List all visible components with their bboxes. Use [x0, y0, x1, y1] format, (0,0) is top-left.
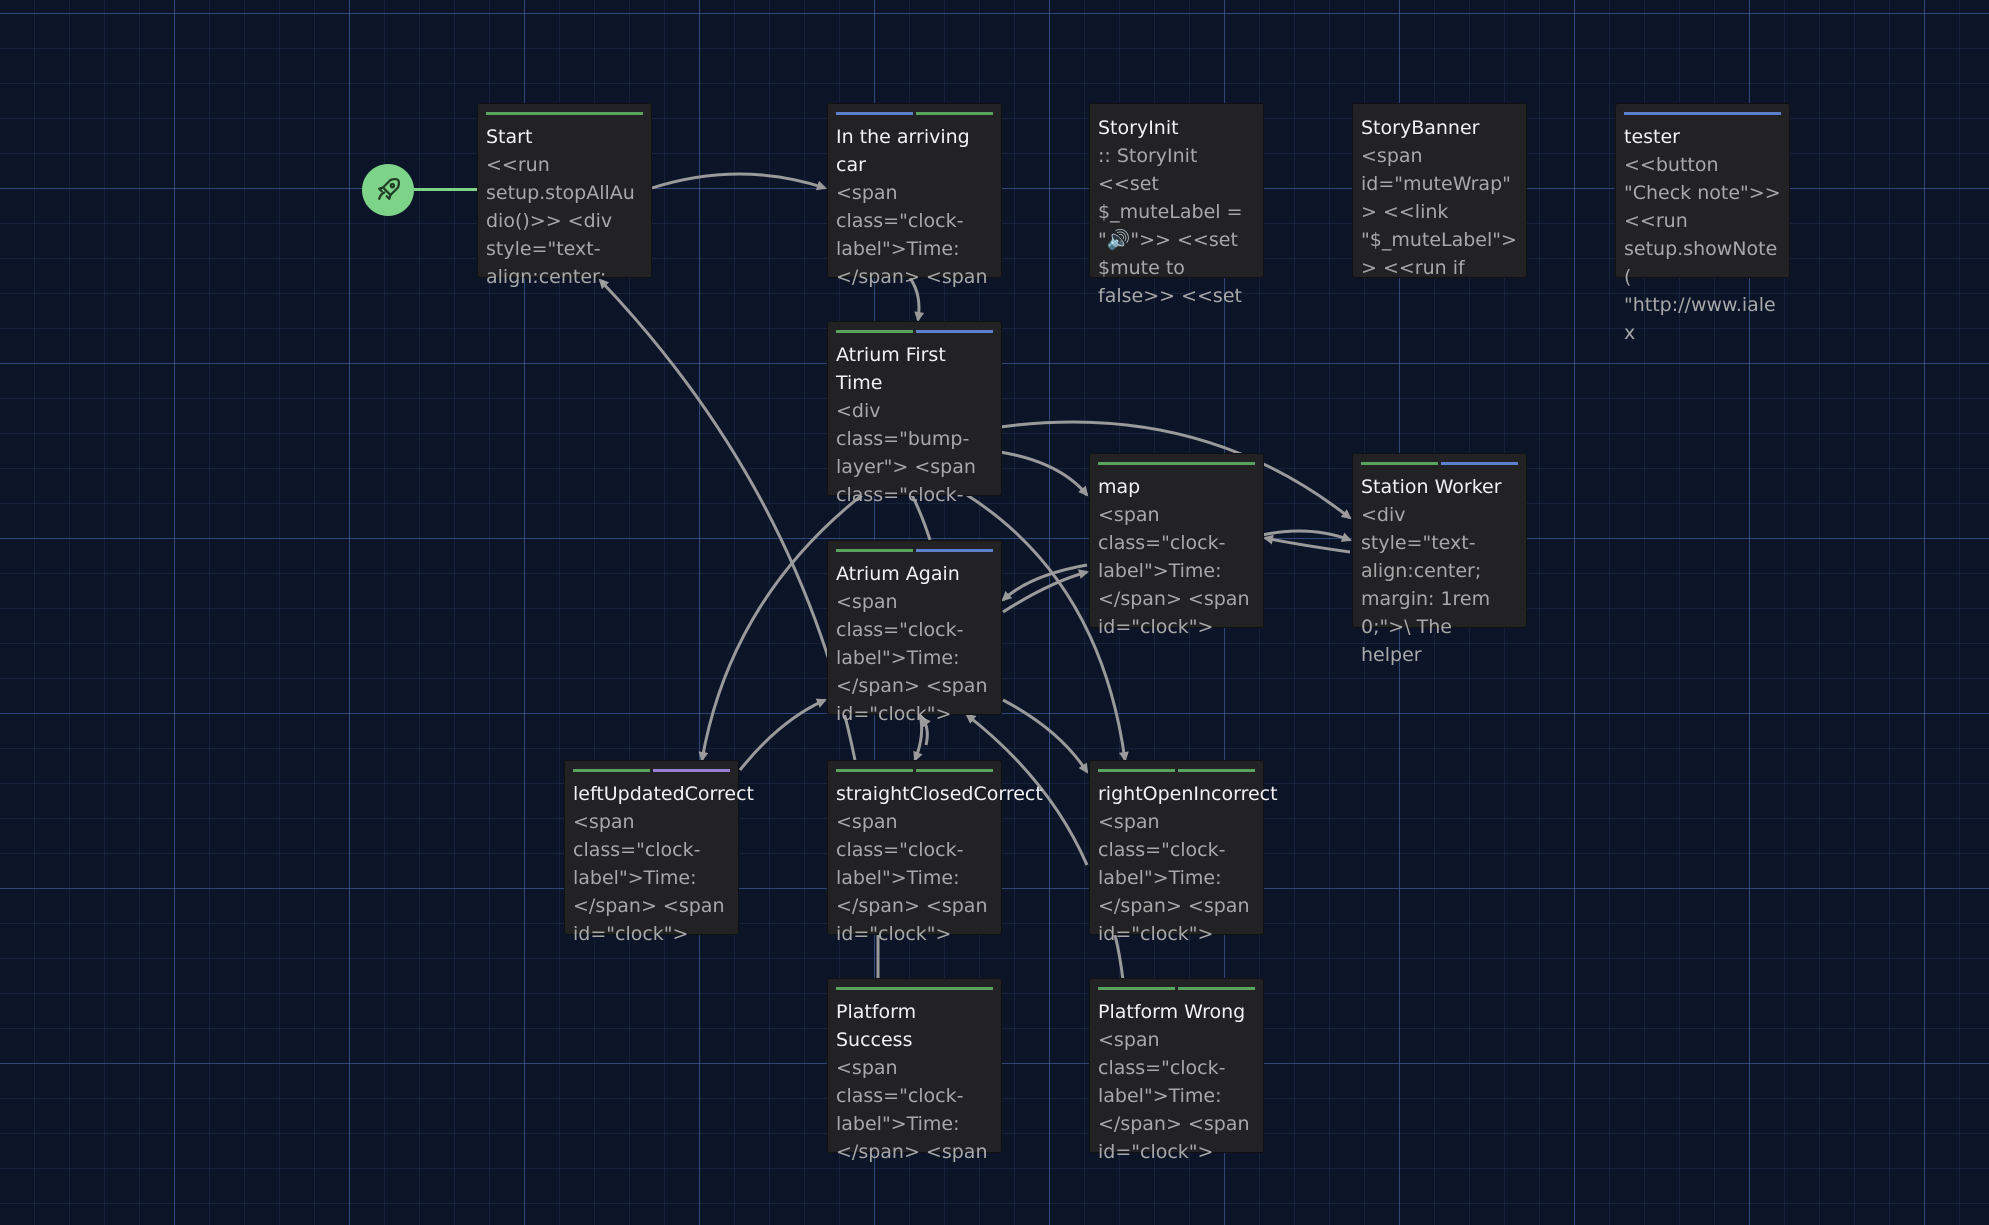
passage-title: Platform Wrong: [1098, 1001, 1246, 1023]
link-atrium-first-to-map: [999, 450, 1089, 497]
link-map-to-atrium-again: [1001, 563, 1088, 602]
passage-map[interactable]: map <span class="clock-label">Time: </sp…: [1089, 453, 1264, 638]
passage-atrium-first-time[interactable]: Atrium First Time <div class="bump-layer…: [827, 321, 1002, 506]
passage-title: Platform Success: [836, 1001, 917, 1051]
passage-title: straightClosedCorrect: [836, 783, 1043, 805]
passage-title: tester: [1624, 126, 1680, 148]
passage-excerpt: <<run setup.stopAllAudio()>> <div style=…: [486, 154, 635, 288]
passage-excerpt: <span class="clock-label">Time: </span> …: [1098, 1029, 1250, 1163]
passage-left-updated-correct[interactable]: leftUpdatedCorrect <span class="clock-la…: [564, 760, 754, 945]
start-marker-line: [414, 188, 477, 191]
passage-title: Atrium Again: [836, 563, 960, 585]
link-start-to-arriving-car: [651, 172, 827, 191]
passage-excerpt: <span class="clock-label">Time: </span> …: [836, 1057, 988, 1163]
link-atrium-again-to-right-open: [1002, 698, 1089, 774]
link-map-to-station-worker: [1261, 529, 1352, 542]
passage-title: leftUpdatedCorrect: [573, 783, 754, 805]
passage-excerpt: <span class="clock-label">Time: </span> …: [836, 182, 988, 288]
start-marker[interactable]: [362, 164, 414, 216]
passage-excerpt: <div class="bump-layer"> <span class="cl…: [836, 400, 976, 506]
link-atrium-again-to-map: [1002, 569, 1089, 614]
passage-in-the-arriving-car[interactable]: In the arriving car <span class="clock-l…: [827, 103, 1002, 288]
passage-title: Station Worker: [1361, 476, 1502, 498]
passage-platform-success[interactable]: Platform Success <span class="clock-labe…: [827, 978, 1002, 1163]
passage-tester[interactable]: tester <<button "Check note">> <<run set…: [1615, 103, 1790, 344]
passage-title: StoryInit: [1098, 117, 1179, 139]
passage-excerpt: <span class="clock-label">Time: </span> …: [836, 591, 988, 725]
passage-title: rightOpenIncorrect: [1098, 783, 1278, 805]
passage-title: Atrium First Time: [836, 344, 946, 394]
passage-title: StoryBanner: [1361, 117, 1480, 139]
passage-platform-wrong[interactable]: Platform Wrong <span class="clock-label"…: [1089, 978, 1264, 1163]
passage-excerpt: <div style="text-align:center; margin: 1…: [1361, 504, 1491, 666]
passage-storybanner[interactable]: StoryBanner <span id="muteWrap"> <<link …: [1352, 103, 1527, 279]
passage-station-worker[interactable]: Station Worker <div style="text-align:ce…: [1352, 453, 1527, 666]
passage-storyinit[interactable]: StoryInit :: StoryInit <<set $_muteLabel…: [1089, 103, 1264, 307]
passage-excerpt: <span class="clock-label">Time: </span> …: [836, 811, 988, 945]
passage-right-open-incorrect[interactable]: rightOpenIncorrect <span class="clock-la…: [1089, 760, 1278, 945]
link-left-updated-to-atrium-again: [738, 698, 827, 771]
passage-excerpt: <span class="clock-label">Time: </span> …: [1098, 504, 1250, 638]
passage-excerpt: :: StoryInit <<set $_muteLabel = "🔊">> <…: [1098, 145, 1243, 307]
link-station-worker-to-map: [1263, 534, 1351, 554]
passage-excerpt: <<button "Check note">> <<run setup.show…: [1624, 154, 1781, 344]
passage-excerpt: <span id="muteWrap"> <<link "$_muteLabel…: [1361, 145, 1517, 279]
passage-atrium-again[interactable]: Atrium Again <span class="clock-label">T…: [827, 540, 1002, 725]
passage-title: map: [1098, 476, 1141, 498]
passage-excerpt: <span class="clock-label">Time: </span> …: [1098, 811, 1250, 945]
passage-straight-closed-correct[interactable]: straightClosedCorrect <span class="clock…: [827, 760, 1043, 945]
passage-title: In the arriving car: [836, 126, 970, 176]
passage-title: Start: [486, 126, 533, 148]
passage-start[interactable]: Start <<run setup.stopAllAudio()>> <div …: [477, 103, 652, 288]
passage-excerpt: <span class="clock-label">Time: </span> …: [573, 811, 725, 945]
link-straight-closed-to-start: [598, 278, 857, 761]
rocket-icon: [378, 177, 401, 200]
